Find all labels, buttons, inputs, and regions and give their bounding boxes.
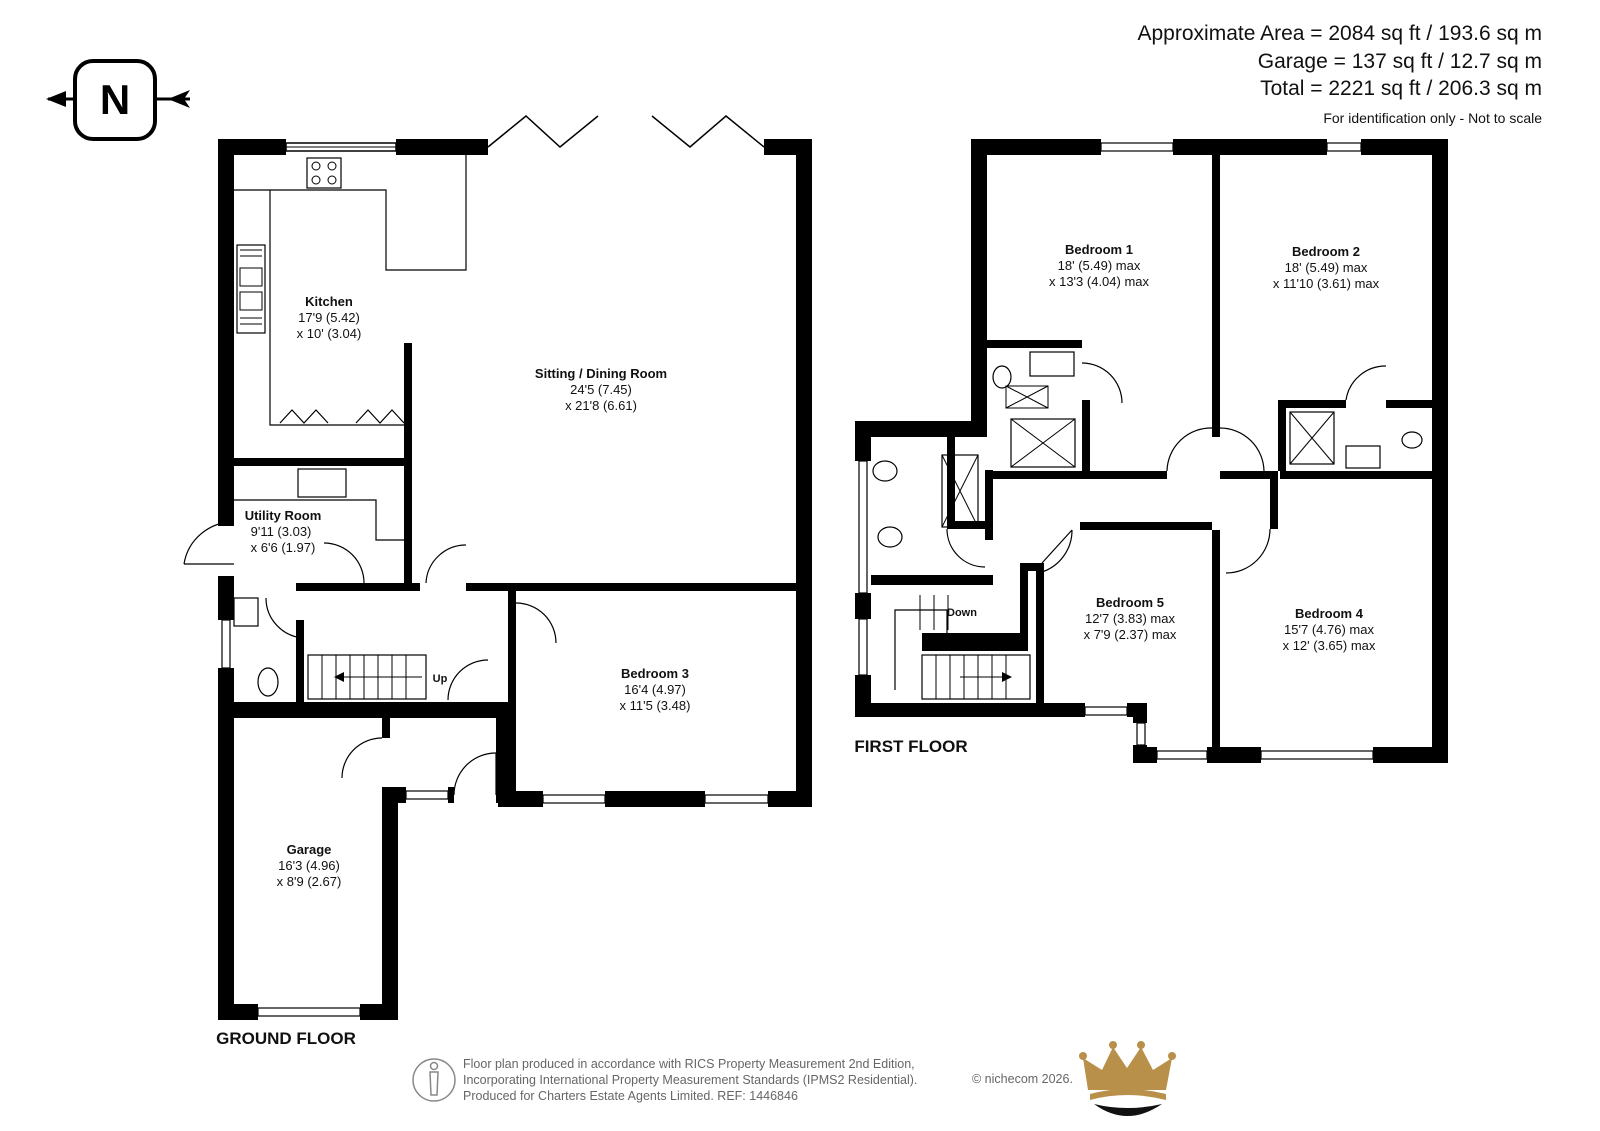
bedroom5-name: Bedroom 5 [1096, 595, 1164, 610]
garage-dim1: 16'3 (4.96) [278, 858, 340, 873]
bedroom2-dim1: 18' (5.49) max [1285, 260, 1368, 275]
approximate-area-text: Approximate Area = 2084 sq ft / 193.6 sq… [1137, 22, 1543, 45]
stairs-down-label: Down [947, 607, 977, 619]
ground-floor-plan [183, 115, 812, 1020]
first-floor-labels: Bedroom 1 18' (5.49) max x 13'3 (4.04) m… [854, 242, 1379, 756]
kitchen-name: Kitchen [305, 294, 353, 309]
crown-logo [1079, 1041, 1176, 1116]
footer-line-1: Floor plan produced in accordance with R… [463, 1057, 915, 1071]
person-icon [412, 1058, 456, 1102]
bedroom2-dim2: x 11'10 (3.61) max [1273, 276, 1380, 291]
bedroom2-name: Bedroom 2 [1292, 244, 1360, 259]
bedroom3-dim1: 16'4 (4.97) [624, 682, 686, 697]
utility-room-dim2: x 6'6 (1.97) [251, 540, 316, 555]
bedroom1-dim1: 18' (5.49) max [1058, 258, 1141, 273]
first-floor-plan [855, 139, 1448, 763]
stairs-up-label: Up [433, 673, 448, 685]
footer-copyright: © nichecom 2026. [972, 1072, 1073, 1086]
first-floor-label: FIRST FLOOR [854, 737, 967, 756]
utility-room-name: Utility Room [245, 508, 322, 523]
ground-floor-label: GROUND FLOOR [216, 1029, 356, 1048]
ground-floor-labels: Kitchen 17'9 (5.42) x 10' (3.04) Sitting… [216, 294, 690, 1048]
sitting-room-name: Sitting / Dining Room [535, 366, 667, 381]
bedroom5-dim2: x 7'9 (2.37) max [1084, 627, 1177, 642]
compass-label: N [100, 76, 130, 123]
kitchen-dim2: x 10' (3.04) [297, 326, 362, 341]
bedroom4-dim1: 15'7 (4.76) max [1284, 622, 1374, 637]
garage-area-text: Garage = 137 sq ft / 12.7 sq m [1257, 50, 1542, 73]
bedroom4-dim2: x 12' (3.65) max [1283, 638, 1376, 653]
bedroom3-name: Bedroom 3 [621, 666, 689, 681]
bedroom1-name: Bedroom 1 [1065, 242, 1133, 257]
footer-line-3: Produced for Charters Estate Agents Limi… [463, 1089, 798, 1103]
bedroom1-dim2: x 13'3 (4.04) max [1049, 274, 1150, 289]
footer-line-2: Incorporating International Property Mea… [463, 1073, 918, 1087]
total-area-text: Total = 2221 sq ft / 206.3 sq m [1260, 77, 1542, 100]
identification-note: For identification only - Not to scale [1323, 110, 1542, 126]
bedroom5-dim1: 12'7 (3.83) max [1085, 611, 1175, 626]
footer-disclaimer: Floor plan produced in accordance with R… [463, 1056, 917, 1104]
north-compass-icon: N [46, 59, 190, 141]
kitchen-dim1: 17'9 (5.42) [298, 310, 360, 325]
bedroom3-dim2: x 11'5 (3.48) [620, 698, 691, 713]
sitting-room-dim1: 24'5 (7.45) [570, 382, 632, 397]
sitting-room-dim2: x 21'8 (6.61) [565, 398, 637, 413]
garage-dim2: x 8'9 (2.67) [277, 874, 342, 889]
bedroom4-name: Bedroom 4 [1295, 606, 1364, 621]
utility-room-dim1: 9'11 (3.03) [251, 524, 312, 539]
garage-name: Garage [287, 842, 332, 857]
